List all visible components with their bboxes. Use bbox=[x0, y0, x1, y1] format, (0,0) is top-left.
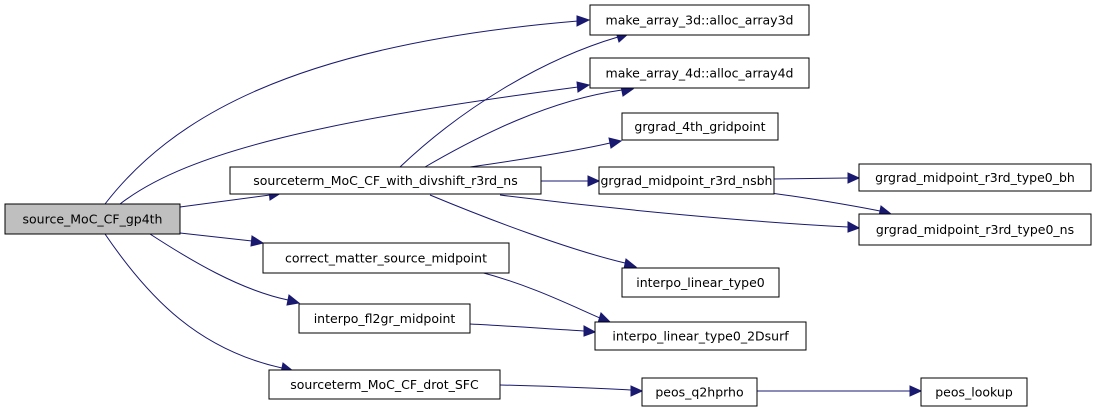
edge-nsbh-to-type0bh bbox=[772, 177, 849, 180]
edge-arrowhead bbox=[587, 175, 601, 187]
edge-root-to-alloc3d bbox=[104, 20, 579, 205]
svg-text:grgrad_midpoint_r3rd_type0_bh: grgrad_midpoint_r3rd_type0_bh bbox=[875, 170, 1075, 185]
svg-text:grgrad_midpoint_r3rd_type0_ns: grgrad_midpoint_r3rd_type0_ns bbox=[876, 222, 1074, 237]
svg-text:source_MoC_CF_gp4th: source_MoC_CF_gp4th bbox=[23, 212, 163, 227]
node-grgrad-midpoint-nsbh[interactable]: grgrad_midpoint_r3rd_nsbh bbox=[598, 166, 775, 195]
node-interpo-linear-type0[interactable]: interpo_linear_type0 bbox=[621, 267, 780, 298]
node-grgrad-type0-bh[interactable]: grgrad_midpoint_r3rd_type0_bh bbox=[858, 163, 1092, 192]
svg-text:sourceterm_MoC_CF_drot_SFC: sourceterm_MoC_CF_drot_SFC bbox=[290, 377, 479, 392]
edge-arrowhead bbox=[576, 15, 591, 27]
svg-text:interpo_linear_type0_2Dsurf: interpo_linear_type0_2Dsurf bbox=[612, 329, 789, 344]
node-alloc-array3d[interactable]: make_array_3d::alloc_array3d bbox=[589, 4, 810, 36]
edge-arrowhead bbox=[583, 325, 597, 337]
svg-text:make_array_3d::alloc_array3d: make_array_3d::alloc_array3d bbox=[606, 13, 794, 28]
edge-arrowhead bbox=[608, 137, 623, 149]
edge-root-to-divshift bbox=[179, 194, 271, 208]
edge-divshift-to-grgrad4th bbox=[469, 142, 611, 168]
svg-text:peos_q2hprho: peos_q2hprho bbox=[655, 385, 743, 400]
edge-nsbh-to-type0ns bbox=[769, 192, 881, 212]
node-alloc-array4d[interactable]: make_array_4d::alloc_array4d bbox=[589, 57, 810, 89]
node-correct-matter-source[interactable]: correct_matter_source_midpoint bbox=[262, 242, 510, 274]
edge-drot-to-peosq bbox=[499, 384, 632, 391]
edge-arrowhead bbox=[909, 385, 923, 397]
svg-text:peos_lookup: peos_lookup bbox=[935, 385, 1013, 400]
edge-arrowhead bbox=[630, 385, 644, 397]
edge-arrowhead bbox=[847, 221, 861, 233]
node-interpo-fl2gr[interactable]: interpo_fl2gr_midpoint bbox=[298, 303, 471, 334]
node-sourceterm-drot[interactable]: sourceterm_MoC_CF_drot_SFC bbox=[268, 369, 501, 400]
edge-root-to-drot bbox=[104, 233, 283, 369]
svg-text:correct_matter_source_midpoint: correct_matter_source_midpoint bbox=[285, 251, 487, 266]
node-interpo-2dsurf[interactable]: interpo_linear_type0_2Dsurf bbox=[594, 321, 807, 351]
node-grgrad-4th-gridpoint[interactable]: grgrad_4th_gridpoint bbox=[621, 112, 779, 141]
node-source-moc-cf-gp4th[interactable]: source_MoC_CF_gp4th bbox=[4, 203, 181, 235]
edge-divshift-to-alloc4d bbox=[424, 89, 623, 168]
node-peos-q2hprho[interactable]: peos_q2hprho bbox=[641, 377, 758, 407]
edge-root-to-alloc4d bbox=[119, 86, 579, 205]
edges bbox=[104, 15, 923, 397]
svg-text:grgrad_midpoint_r3rd_nsbh: grgrad_midpoint_r3rd_nsbh bbox=[601, 173, 773, 188]
edge-divshift-to-lintype0 bbox=[429, 194, 626, 264]
edge-arrowhead bbox=[576, 81, 591, 93]
edge-arrowhead bbox=[250, 235, 265, 247]
edge-corrmatter-to-lin2d bbox=[479, 271, 601, 319]
svg-text:interpo_fl2gr_midpoint: interpo_fl2gr_midpoint bbox=[314, 311, 456, 326]
nodes: source_MoC_CF_gp4th make_array_3d::alloc… bbox=[4, 4, 1092, 407]
svg-text:make_array_4d::alloc_array4d: make_array_4d::alloc_array4d bbox=[606, 66, 794, 81]
edge-fl2gr-to-lin2d bbox=[469, 323, 585, 332]
svg-text:grgrad_4th_gridpoint: grgrad_4th_gridpoint bbox=[634, 119, 765, 134]
svg-text:sourceterm_MoC_CF_with_divshif: sourceterm_MoC_CF_with_divshift_r3rd_ns bbox=[253, 173, 517, 188]
edge-divshift-to-alloc3d bbox=[399, 36, 619, 168]
edge-root-to-corrmatter bbox=[179, 232, 253, 242]
edge-arrowhead bbox=[286, 294, 301, 306]
node-grgrad-type0-ns[interactable]: grgrad_midpoint_r3rd_type0_ns bbox=[858, 213, 1092, 246]
node-peos-lookup[interactable]: peos_lookup bbox=[920, 377, 1028, 407]
edge-arrowhead bbox=[847, 172, 861, 184]
edge-divshift-to-type0ns bbox=[499, 194, 849, 228]
svg-text:interpo_linear_type0: interpo_linear_type0 bbox=[636, 275, 764, 290]
edge-root-to-fl2gr bbox=[149, 233, 289, 301]
node-sourceterm-divshift[interactable]: sourceterm_MoC_CF_with_divshift_r3rd_ns bbox=[229, 166, 542, 195]
